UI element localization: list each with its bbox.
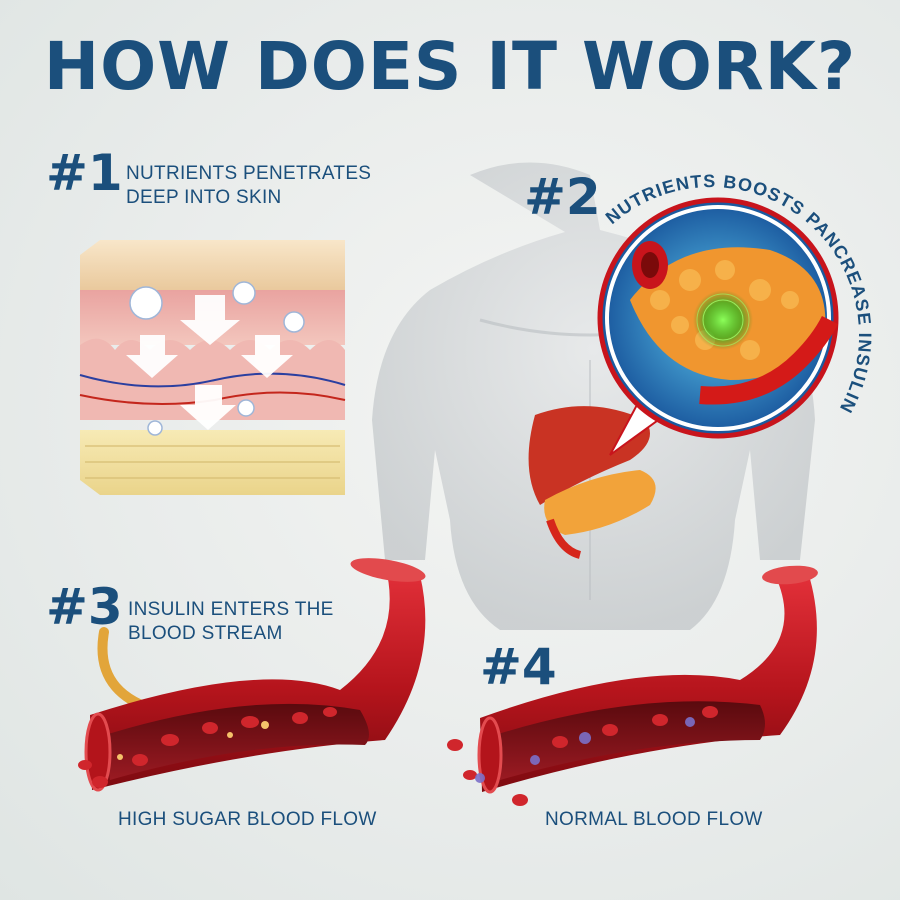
step-2-number-label: #2 <box>524 168 601 226</box>
step-4-number: #4 <box>480 638 557 696</box>
step-3-line-1: INSULIN ENTERS THE <box>128 599 334 620</box>
page-title: HOW DOES IT WORK? <box>43 28 857 105</box>
step-3-line-2: BLOOD STREAM <box>128 623 283 644</box>
caption-high-sugar: HIGH SUGAR BLOOD FLOW <box>118 809 377 830</box>
step-1-number: #1 <box>46 144 123 202</box>
step-3-number: #3 <box>46 578 123 636</box>
caption-normal: NORMAL BLOOD FLOW <box>545 809 763 830</box>
step-1-line-2: DEEP INTO SKIN <box>126 187 282 208</box>
step-1-line-1: NUTRIENTS PENETRATES <box>126 163 372 184</box>
step-1-text: NUTRIENTS PENETRATES DEEP INTO SKIN <box>126 162 371 210</box>
step-3-text: INSULIN ENTERS THE BLOOD STREAM <box>128 598 334 646</box>
